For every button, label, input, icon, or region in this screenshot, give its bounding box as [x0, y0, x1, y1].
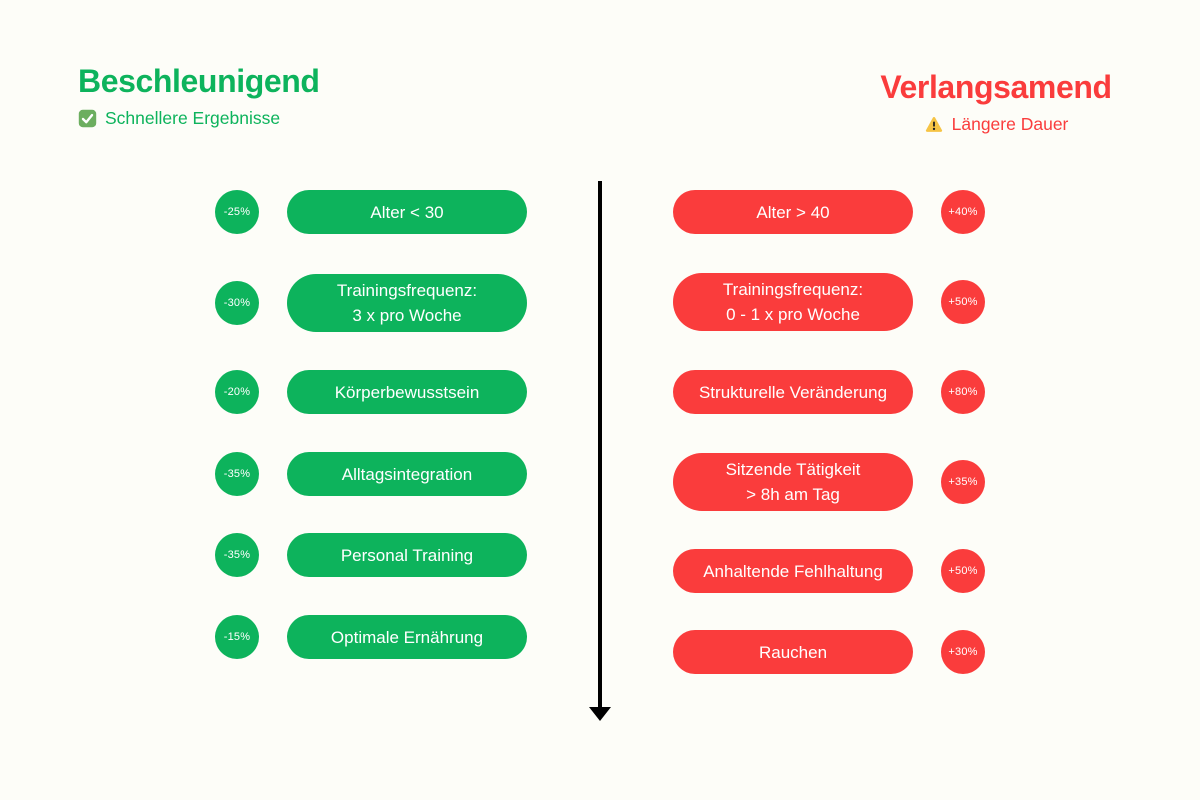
factor-label-line2: 3 x pro Woche — [352, 306, 462, 325]
percent-badge: -15% — [215, 615, 259, 659]
divider-arrow-line — [598, 181, 602, 709]
factor-pill: Trainingsfrequenz: 3 x pro Woche — [287, 274, 527, 332]
factor-row: +35% Sitzende Tätigkeit > 8h am Tag — [673, 453, 985, 511]
percent-badge: -20% — [215, 370, 259, 414]
factor-row: -25% Alter < 30 — [215, 190, 527, 234]
factor-label-line1: Trainingsfrequenz: — [722, 280, 864, 299]
divider-arrow-head-icon — [589, 707, 611, 721]
factor-row: -35% Alltagsintegration — [215, 452, 527, 496]
factor-label-line1: Rauchen — [758, 642, 828, 662]
slowing-subtitle: Längere Dauer — [840, 114, 1152, 135]
percent-badge: -35% — [215, 452, 259, 496]
accelerating-title: Beschleunigend — [78, 63, 320, 99]
percent-badge: +40% — [941, 190, 985, 234]
factor-pill: Personal Training — [287, 533, 527, 577]
factor-row: -20% Körperbewusstsein — [215, 370, 527, 414]
accelerating-subtitle-label: Schnellere Ergebnisse — [105, 108, 281, 129]
percent-badge: +80% — [941, 370, 985, 414]
percent-badge: +50% — [941, 549, 985, 593]
percent-badge: +30% — [941, 630, 985, 674]
factor-pill: Rauchen — [673, 630, 913, 674]
factor-pill: Strukturelle Veränderung — [673, 370, 913, 414]
warning-icon — [924, 115, 944, 134]
factor-row: -35% Personal Training — [215, 533, 527, 577]
factor-pill: Alter < 30 — [287, 190, 527, 234]
accelerating-subtitle: Schnellere Ergebnisse — [78, 108, 320, 129]
factor-row: +50% Trainingsfrequenz: 0 - 1 x pro Woch… — [673, 273, 985, 331]
factor-row: -30% Trainingsfrequenz: 3 x pro Woche — [215, 274, 527, 332]
factor-label-line1: Strukturelle Veränderung — [698, 382, 888, 402]
factor-label-line1: Optimale Ernährung — [330, 627, 484, 647]
factor-label-line1: Sitzende Tätigkeit — [725, 460, 861, 479]
accelerating-header: Beschleunigend Schnellere Ergebnisse — [78, 63, 320, 129]
factor-label-line1: Alter < 30 — [370, 202, 444, 222]
factor-row: +50% Anhaltende Fehlhaltung — [673, 549, 985, 593]
factor-label-line1: Personal Training — [340, 545, 474, 565]
factor-label-line2: 0 - 1 x pro Woche — [726, 305, 860, 324]
factor-row: +80% Strukturelle Veränderung — [673, 370, 985, 414]
factor-row: -15% Optimale Ernährung — [215, 615, 527, 659]
factor-row: +30% Rauchen — [673, 630, 985, 674]
factor-label-line2: > 8h am Tag — [746, 485, 840, 504]
percent-badge: +35% — [941, 460, 985, 504]
factor-label-line1: Alter > 40 — [756, 202, 830, 222]
factor-label-line1: Alltagsintegration — [341, 464, 473, 484]
check-icon — [78, 109, 97, 128]
slowing-title: Verlangsamend — [880, 69, 1112, 105]
factor-pill: Anhaltende Fehlhaltung — [673, 549, 913, 593]
percent-badge: -35% — [215, 533, 259, 577]
factor-pill: Trainingsfrequenz: 0 - 1 x pro Woche — [673, 273, 913, 331]
slowing-header: Verlangsamend Längere Dauer — [840, 69, 1152, 135]
slowing-list: +40% Alter > 40 +50% Trainingsfrequenz: … — [673, 0, 985, 800]
percent-badge: +50% — [941, 280, 985, 324]
accelerating-list: -25% Alter < 30 -30% Trainingsfrequenz: … — [215, 0, 527, 800]
percent-badge: -25% — [215, 190, 259, 234]
slowing-subtitle-label: Längere Dauer — [951, 114, 1069, 135]
percent-badge: -30% — [215, 281, 259, 325]
factor-label-line1: Körperbewusstsein — [334, 382, 480, 402]
factor-label-line1: Trainingsfrequenz: — [336, 281, 478, 300]
factor-label-line1: Anhaltende Fehlhaltung — [703, 561, 883, 581]
factor-pill: Optimale Ernährung — [287, 615, 527, 659]
factor-pill: Körperbewusstsein — [287, 370, 527, 414]
factor-pill: Sitzende Tätigkeit > 8h am Tag — [673, 453, 913, 511]
factor-pill: Alltagsintegration — [287, 452, 527, 496]
factor-row: +40% Alter > 40 — [673, 190, 985, 234]
factor-pill: Alter > 40 — [673, 190, 913, 234]
